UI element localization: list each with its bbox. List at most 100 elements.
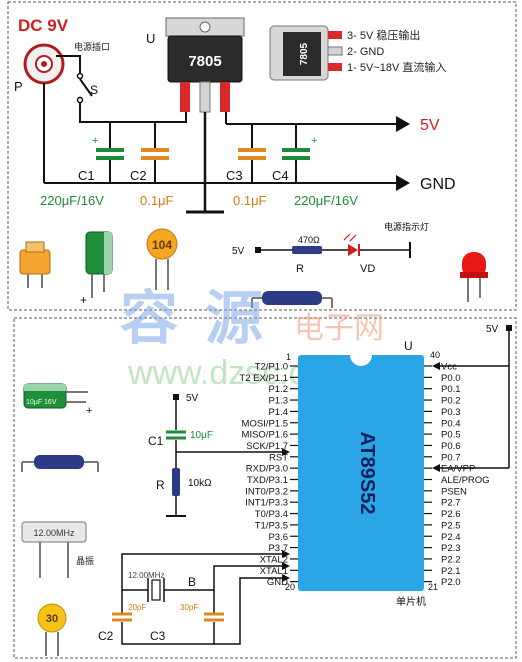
- reset-cap-designator: C1: [148, 434, 164, 448]
- top-panel-border: [7, 1, 517, 311]
- legend-crystal-text: 12.00MHz: [33, 528, 75, 538]
- gnd-arrow: [396, 175, 410, 191]
- switch-designator: S: [90, 83, 98, 97]
- mcu-pin1: 1: [286, 352, 291, 362]
- vout-arrow: [396, 116, 410, 132]
- mcu-right-pin-label: P0.6: [441, 441, 461, 452]
- mcu-designator: U: [404, 339, 413, 353]
- gnd-label: GND: [420, 176, 456, 193]
- xtal-cap-c2-value: 20pF: [128, 603, 146, 612]
- mcu-pin21: 21: [428, 582, 438, 592]
- legend-resistor-icon: [21, 455, 99, 472]
- reset-cap-icon: [166, 430, 186, 440]
- mcu-right-pin-label: Vcc: [441, 362, 457, 373]
- pin3-description: 3- 5V 稳压输出: [347, 28, 420, 42]
- mcu-right-pin-label: ALE/PROG: [441, 475, 490, 486]
- mcu-left-pin-label: T1/P3.5: [255, 520, 288, 531]
- regulator-part-label: 7805: [188, 53, 221, 70]
- c2-value: 0.1μF: [140, 193, 174, 208]
- mcu-left-pin-label: RST: [269, 452, 288, 463]
- mcu-title: 单片机: [396, 595, 426, 608]
- c4-value: 220μF/16V: [294, 193, 358, 208]
- bottom-panel-border: [13, 317, 517, 659]
- xtal-cap-c2-icon: [112, 612, 132, 622]
- crystal-icon: [147, 578, 165, 602]
- mcu-left-pin-label: T2/P1.0: [255, 362, 288, 373]
- mcu-left-pin-label: SCK/P1.7: [246, 441, 288, 452]
- pin2-description: 2- GND: [347, 46, 384, 58]
- mcu-left-pin-label: GND: [267, 577, 288, 588]
- cap-c2-icon: [141, 122, 169, 183]
- mcu-right-pin-label: P2.2: [441, 554, 461, 565]
- watermark-char-2: 源: [205, 286, 263, 351]
- voltage-regulator-icon: [165, 17, 245, 113]
- xtal-cap-c3-designator: C3: [150, 629, 166, 643]
- legend-ceramic-cap-icon: [37, 603, 67, 656]
- mcu-right-pin-label: P2.0: [441, 577, 461, 588]
- c3-value: 0.1μF: [233, 193, 267, 208]
- ceramic-cap-component-icon: [146, 228, 178, 290]
- xtal-cap-c2-designator: C2: [98, 629, 114, 643]
- electrolytic-plus: +: [80, 293, 87, 307]
- jack-designator: P: [14, 79, 23, 94]
- pin1-description: 1- 5V~18V 直流输入: [347, 60, 446, 74]
- ceramic-cap-code: 104: [152, 238, 172, 252]
- power-jack-label: 电源插口: [74, 41, 110, 52]
- mcu-left-pin-label: P1.2: [268, 384, 288, 395]
- mcu-left-pins: T2/P1.0T2 EX/P1.1P1.2P1.3P1.4MOSI/P1.5MI…: [239, 362, 298, 588]
- c4-plus: +: [311, 135, 317, 147]
- mcu-right-pin-label: P0.7: [441, 452, 461, 463]
- reset-resistor-value: 10kΩ: [188, 478, 212, 489]
- mcu-left-pin-label: XTAL2: [260, 554, 288, 565]
- mcu-right-pin-label: P0.3: [441, 407, 461, 418]
- pinout-part-label: 7805: [299, 42, 310, 65]
- reset-cap-value: 10μF: [190, 430, 213, 441]
- crystal-designator: B: [188, 575, 196, 589]
- power-jack-icon: [23, 43, 65, 85]
- mcu-left-pin-label: T0/P3.4: [255, 509, 288, 520]
- c1-plus: +: [92, 135, 98, 147]
- mcu-left-pin-label: XTAL1: [260, 566, 288, 577]
- xtal-cap-c3-icon: [204, 612, 224, 622]
- resistor-component-icon: [251, 291, 333, 308]
- legend-crystal-icon: [21, 521, 87, 578]
- mcu-left-pin-label: P1.4: [268, 407, 288, 418]
- mcu-left-pin-label: RXD/P3.0: [246, 464, 288, 475]
- mcu-part-label: AT89S52: [356, 431, 378, 514]
- vout-label: 5V: [420, 117, 440, 134]
- c4-label: C4: [272, 168, 289, 183]
- mcu-left-pin-label: P1.3: [268, 396, 288, 407]
- dc-jack-component-icon: [19, 241, 51, 288]
- xtal-cap-c3-value: 30pF: [180, 603, 198, 612]
- reset-resistor-designator: R: [156, 478, 165, 492]
- watermark-char-1: 容: [120, 286, 178, 351]
- led-resistor-designator: R: [296, 263, 304, 275]
- c1-label: C1: [78, 168, 95, 183]
- mcu-right-pin-label: PSEN: [441, 486, 467, 497]
- mcu-right-pin-label: P2.5: [441, 520, 461, 531]
- mcu-right-pin-label: P0.2: [441, 396, 461, 407]
- mcu-left-pin-label: T2 EX/P1.1: [239, 373, 288, 384]
- led-resistor-value: 470Ω: [298, 235, 320, 245]
- mcu-left-pin-label: TXD/P3.1: [247, 475, 288, 486]
- led-diode-icon: [343, 233, 360, 256]
- legend-cap-plus: +: [86, 405, 92, 417]
- regulator-pinout-icon: [269, 25, 343, 81]
- mcu-vcc-label: 5V: [486, 324, 499, 335]
- led-designator: VD: [360, 263, 375, 275]
- reset-5v-label: 5V: [186, 393, 199, 404]
- led-supply-label: 5V: [232, 246, 245, 257]
- c2-label: C2: [130, 168, 147, 183]
- legend-ceramic-code: 30: [46, 613, 58, 625]
- mcu-pin40: 40: [430, 350, 440, 360]
- legend-cap-text: 10μF 16V: [26, 399, 57, 406]
- c1-value: 220μF/16V: [40, 193, 104, 208]
- dc-input-label: DC 9V: [18, 16, 69, 35]
- mcu-right-pin-label: P0.4: [441, 418, 461, 429]
- red-led-component-icon: [460, 252, 488, 302]
- mcu-right-pins: VccP0.0P0.1P0.2P0.3P0.4P0.5P0.6P0.7EA/VP…: [424, 362, 490, 588]
- c3-label: C3: [226, 168, 243, 183]
- led-title: 电源指示灯: [384, 221, 429, 232]
- mcu-right-pin-label: P0.5: [441, 430, 461, 441]
